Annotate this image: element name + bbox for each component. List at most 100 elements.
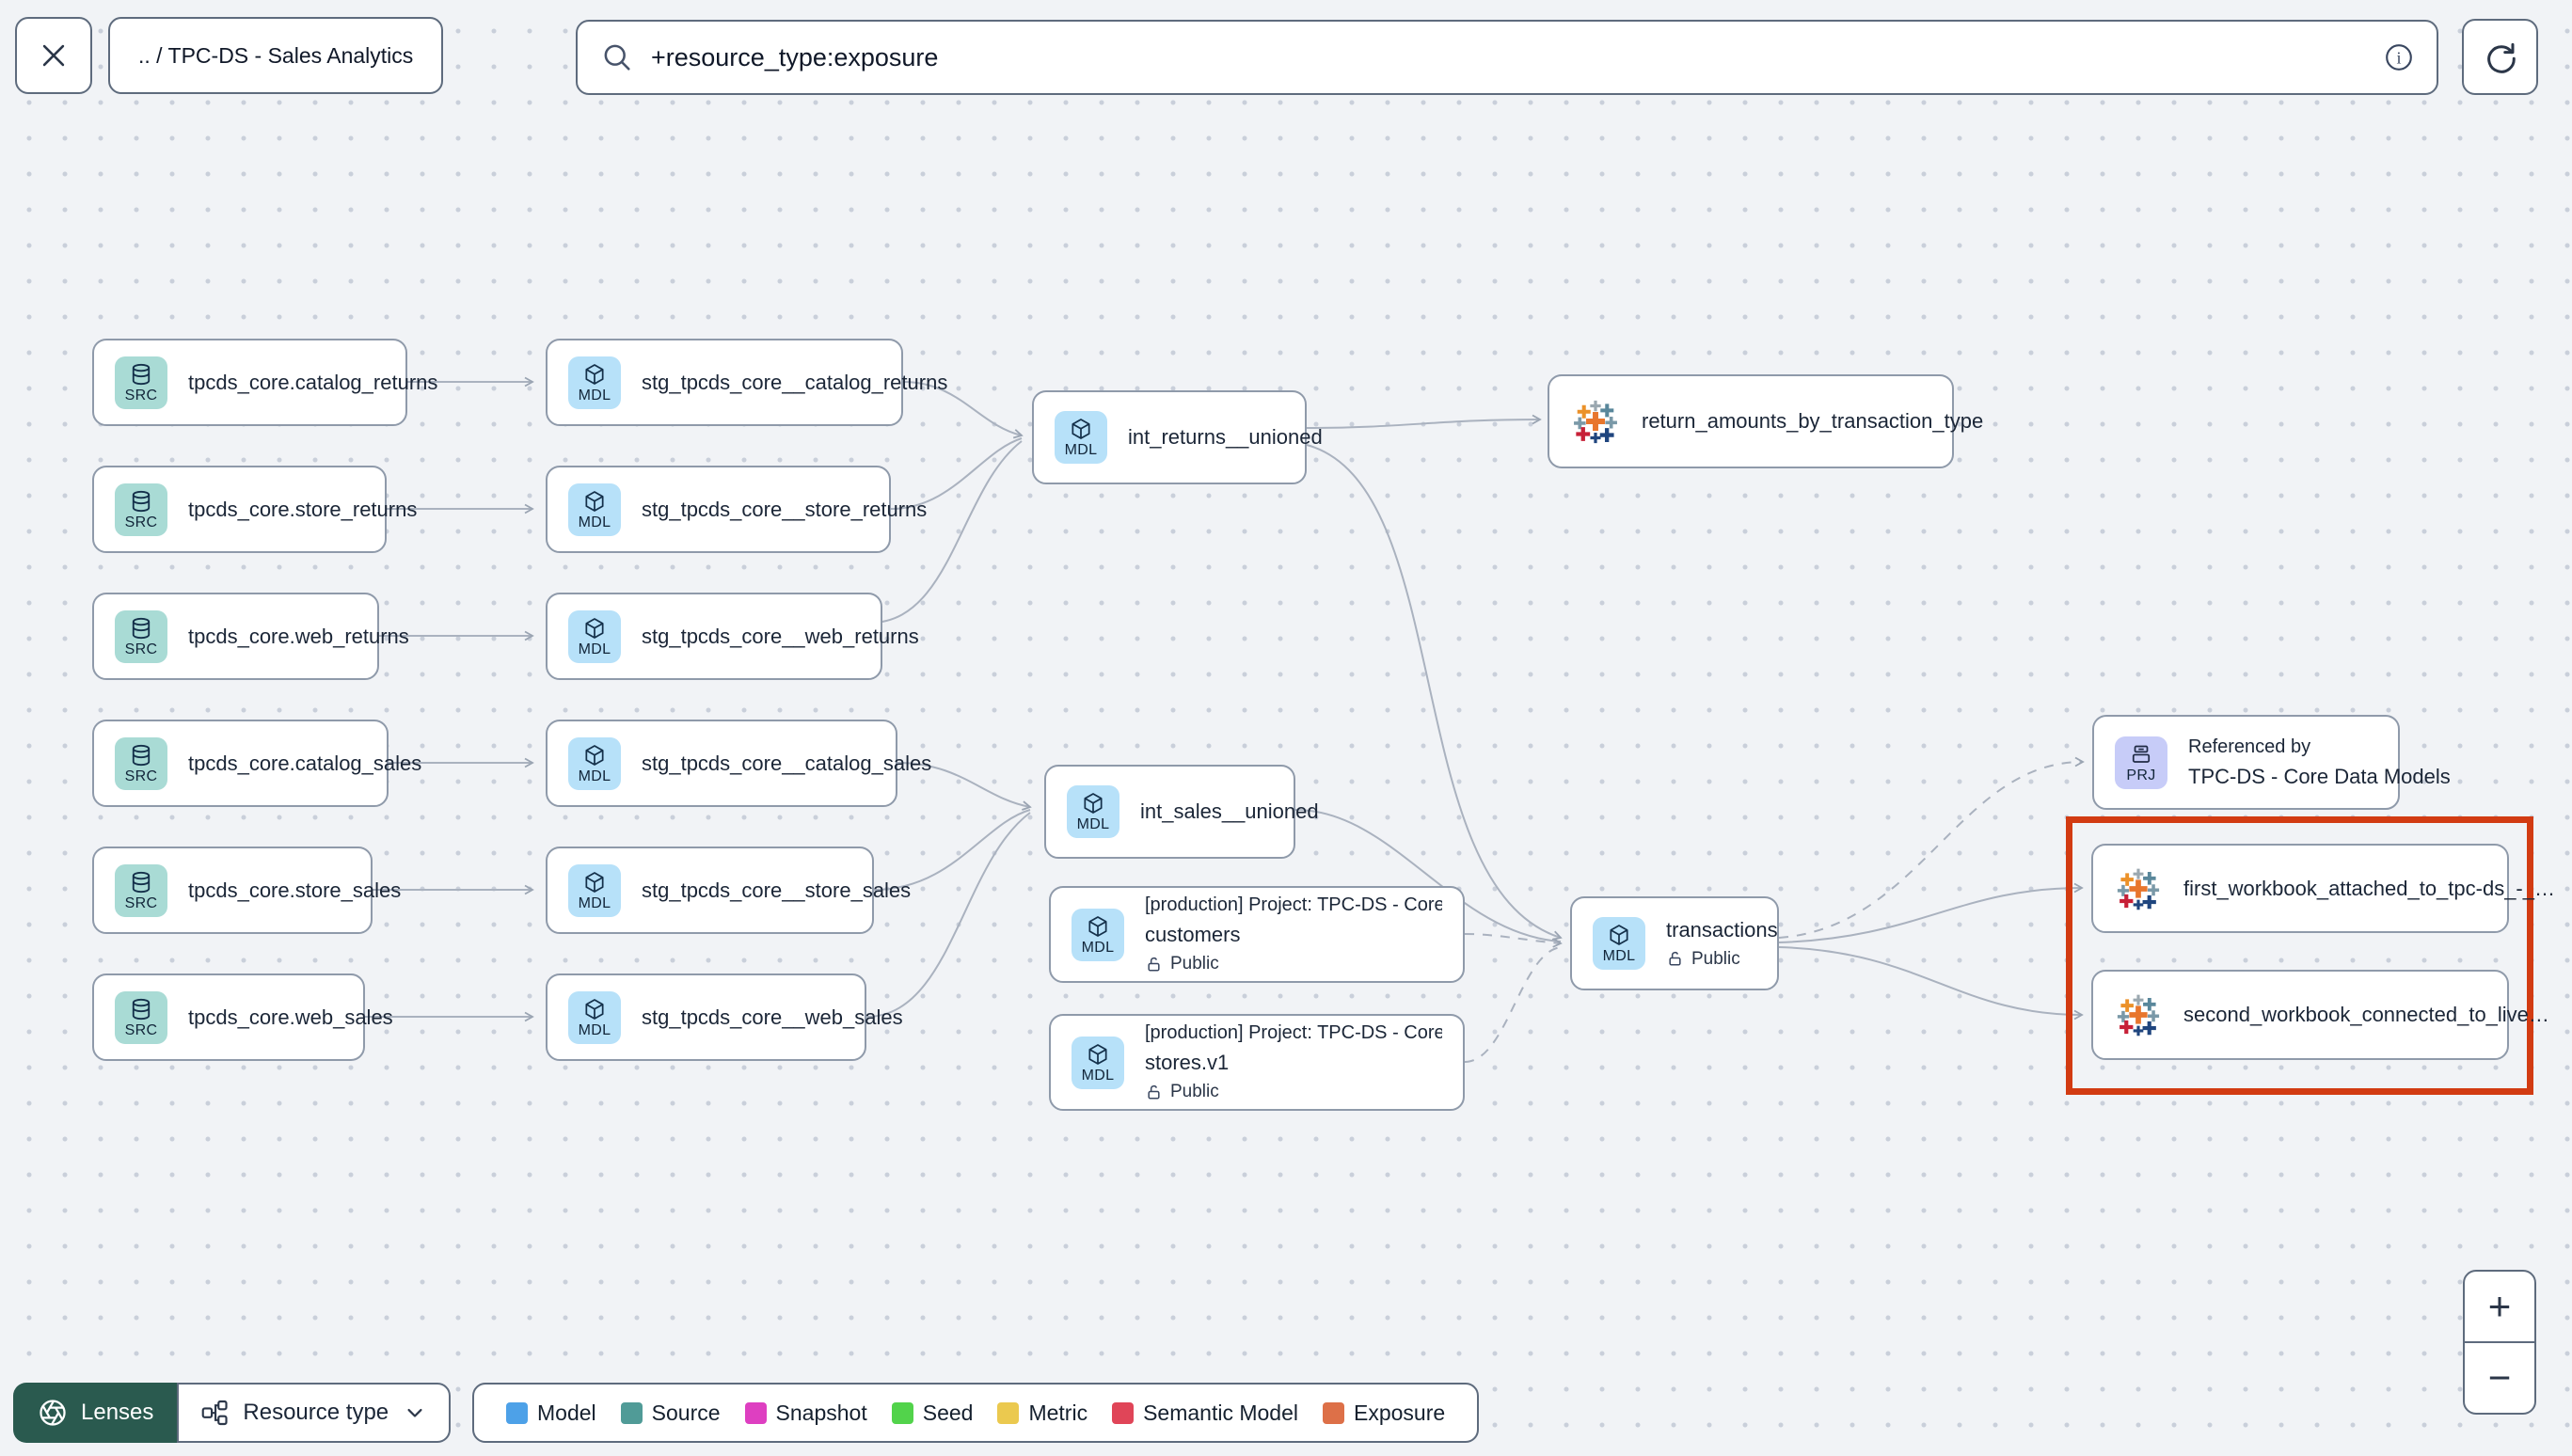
- model-icon: MDL: [1593, 917, 1645, 970]
- model-icon: MDL: [568, 736, 621, 790]
- node-exposure-second-workbook[interactable]: second_workbook_connected_to_live…: [2091, 970, 2549, 1060]
- node-src-catalog-returns[interactable]: SRC tpcds_core.catalog_returns: [92, 339, 437, 426]
- model-icon: MDL: [1067, 785, 1119, 838]
- cube-icon: [585, 617, 604, 639]
- model-icon: MDL: [1055, 411, 1107, 464]
- node-stg-catalog-returns[interactable]: MDL stg_tpcds_core__catalog_returns: [546, 339, 947, 426]
- project-label: [production] Project: TPC-DS - Core Data…: [1145, 894, 1442, 915]
- database-icon: [132, 363, 151, 385]
- close-button[interactable]: [15, 17, 92, 94]
- highlight-box: [2066, 816, 2533, 1095]
- cube-icon: [585, 490, 604, 512]
- database-icon: [132, 617, 151, 639]
- source-icon: SRC: [115, 990, 167, 1044]
- breadcrumb[interactable]: .. / TPC-DS - Sales Analytics: [108, 17, 444, 94]
- exposure-swatch: [1323, 1401, 1344, 1424]
- legend-item-model: Model: [506, 1401, 596, 1426]
- cube-icon: [585, 744, 604, 766]
- node-stg-web-sales[interactable]: MDL stg_tpcds_core__web_sales: [546, 973, 903, 1061]
- node-exposure-return-amounts[interactable]: return_amounts_by_transaction_type: [1548, 374, 1983, 468]
- node-src-store-sales[interactable]: SRC tpcds_core.store_sales: [92, 847, 401, 934]
- resource-type-legend: Model Source Snapshot Seed Metric Semant…: [472, 1383, 1480, 1443]
- legend-item-source: Source: [620, 1401, 721, 1426]
- node-customers[interactable]: MDL [production] Project: TPC-DS - Core …: [1049, 886, 1465, 983]
- cube-icon: [585, 998, 604, 1020]
- database-icon: [132, 744, 151, 766]
- model-icon: MDL: [1072, 908, 1124, 961]
- source-swatch: [620, 1401, 643, 1424]
- source-icon: SRC: [115, 609, 167, 663]
- legend-item-semantic-model: Semantic Model: [1112, 1401, 1298, 1426]
- plus-icon: +: [2487, 1284, 2512, 1328]
- project-label: [production] Project: TPC-DS - Core Data…: [1145, 1022, 1442, 1043]
- legend-item-snapshot: Snapshot: [744, 1401, 867, 1426]
- unlock-icon: [1148, 1084, 1160, 1100]
- metric-swatch: [997, 1401, 1020, 1424]
- hierarchy-icon: [202, 1400, 228, 1426]
- chevron-down-icon: [407, 1408, 422, 1417]
- archive-icon: [2132, 745, 2151, 763]
- node-src-catalog-sales[interactable]: SRC tpcds_core.catalog_sales: [92, 720, 421, 807]
- resource-type-label: Resource type: [243, 1400, 389, 1425]
- source-icon: SRC: [115, 736, 167, 790]
- source-icon: SRC: [115, 483, 167, 536]
- legend-item-metric: Metric: [997, 1401, 1088, 1426]
- source-icon: SRC: [115, 863, 167, 917]
- node-src-web-sales[interactable]: SRC tpcds_core.web_sales: [92, 973, 393, 1061]
- model-icon: MDL: [568, 863, 621, 917]
- node-int-sales-unioned[interactable]: MDL int_sales__unioned: [1044, 765, 1319, 859]
- search-bar[interactable]: i: [576, 20, 2438, 95]
- model-icon: MDL: [568, 356, 621, 409]
- legend-item-exposure: Exposure: [1323, 1401, 1445, 1426]
- node-src-web-returns[interactable]: SRC tpcds_core.web_returns: [92, 593, 409, 680]
- resource-type-dropdown[interactable]: Resource type: [177, 1383, 452, 1443]
- lenses-label: Lenses: [81, 1400, 154, 1425]
- zoom-divider: [2465, 1341, 2534, 1343]
- node-transactions[interactable]: MDL transactions Public: [1570, 896, 1779, 990]
- node-referenced-by-project[interactable]: PRJ Referenced by TPC-DS - Core Data Mod…: [2092, 715, 2451, 810]
- node-int-returns-unioned[interactable]: MDL int_returns__unioned: [1032, 390, 1323, 484]
- minus-icon: −: [2487, 1355, 2512, 1400]
- node-stg-catalog-sales[interactable]: MDL stg_tpcds_core__catalog_sales: [546, 720, 931, 807]
- close-icon: [42, 44, 65, 67]
- database-icon: [132, 871, 151, 893]
- model-swatch: [506, 1401, 528, 1424]
- seed-swatch: [891, 1401, 913, 1424]
- database-icon: [132, 490, 151, 512]
- visibility-row: Public: [1666, 949, 1756, 970]
- breadcrumb-label: .. / TPC-DS - Sales Analytics: [138, 42, 414, 68]
- search-input[interactable]: [649, 41, 2369, 73]
- zoom-in-button[interactable]: +: [2465, 1272, 2534, 1341]
- project-icon: PRJ: [2115, 736, 2167, 789]
- database-icon: [132, 998, 151, 1020]
- node-stg-store-sales[interactable]: MDL stg_tpcds_core__store_sales: [546, 847, 911, 934]
- aperture-icon: [40, 1400, 66, 1426]
- node-stg-web-returns[interactable]: MDL stg_tpcds_core__web_returns: [546, 593, 919, 680]
- cube-icon: [1084, 793, 1103, 814]
- cube-icon: [585, 363, 604, 385]
- unlock-icon: [1669, 951, 1681, 966]
- tableau-icon: [2117, 994, 2160, 1037]
- cube-icon: [1610, 925, 1628, 945]
- node-exposure-first-workbook[interactable]: first_workbook_attached_to_tpc-ds_-_…: [2091, 844, 2555, 933]
- lens-controls: Lenses Resource type: [13, 1383, 452, 1443]
- model-icon: MDL: [568, 483, 621, 536]
- node-stg-store-returns[interactable]: MDL stg_tpcds_core__store_returns: [546, 466, 927, 553]
- visibility-row: Public: [1145, 1082, 1442, 1102]
- semantic-model-swatch: [1112, 1401, 1135, 1424]
- cube-icon: [1072, 419, 1090, 439]
- zoom-controls: + −: [2463, 1270, 2536, 1415]
- node-stores-v1[interactable]: MDL [production] Project: TPC-DS - Core …: [1049, 1014, 1465, 1111]
- visibility-row: Public: [1145, 954, 1442, 974]
- lenses-button[interactable]: Lenses: [13, 1383, 179, 1443]
- model-icon: MDL: [1072, 1036, 1124, 1089]
- info-icon[interactable]: i: [2384, 42, 2414, 72]
- unlock-icon: [1148, 957, 1160, 972]
- refresh-button[interactable]: [2462, 19, 2538, 95]
- cube-icon: [585, 871, 604, 893]
- zoom-out-button[interactable]: −: [2465, 1343, 2534, 1413]
- legend-item-seed: Seed: [891, 1401, 973, 1426]
- tableau-icon: [1574, 400, 1617, 444]
- node-src-store-returns[interactable]: SRC tpcds_core.store_returns: [92, 466, 417, 553]
